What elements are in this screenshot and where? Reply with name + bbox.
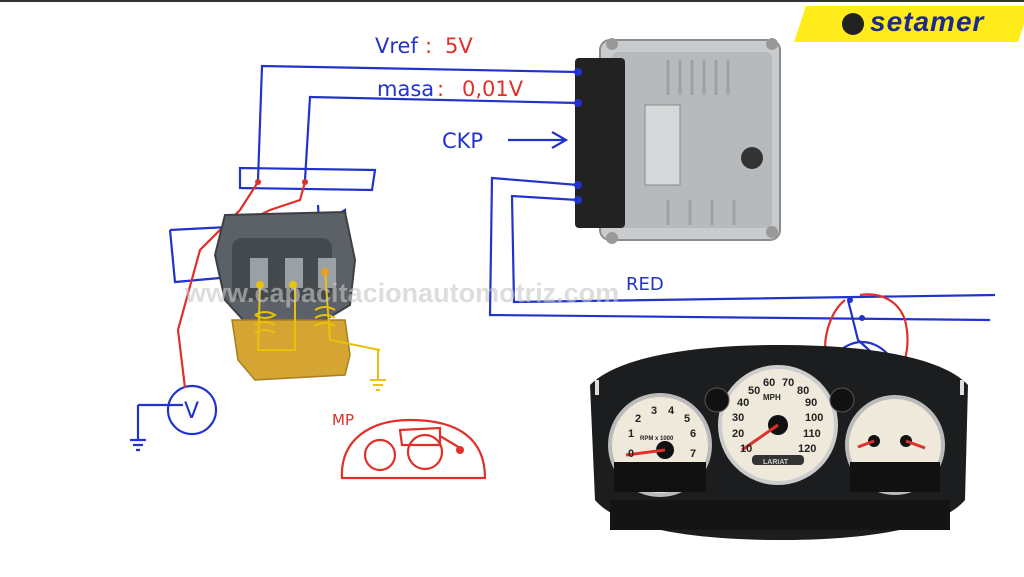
speedo-tick: 10 [740, 443, 752, 455]
speedo-tick: 110 [803, 428, 821, 440]
tach-tick: 7 [690, 448, 696, 460]
tach-tick: 6 [690, 428, 696, 440]
vref-label: Vref [375, 34, 418, 58]
tach-tick: 3 [651, 405, 657, 417]
speedo-tick: 100 [805, 412, 823, 424]
speedo-tick: 80 [797, 385, 809, 397]
speedo-tick: 120 [798, 443, 816, 455]
can-network-label: RED [626, 274, 664, 295]
trim-badge: LARIAT [763, 459, 789, 466]
speedo-tick: 60 [763, 377, 775, 389]
speedo-unit: MPH [763, 393, 781, 402]
tach-tick: 4 [668, 405, 675, 417]
speedo-tick: 90 [805, 397, 817, 409]
speedo-tick: 30 [732, 412, 744, 424]
logo-gauge-icon [842, 13, 864, 35]
setamer-logo: setamer [780, 6, 1024, 42]
tach-tick: 5 [684, 413, 690, 425]
watermark: www.capacitacionautomotriz.com [184, 278, 619, 308]
ckp-label: CKP [442, 129, 483, 153]
vref-value: 5V [445, 34, 473, 58]
ecu-module [575, 38, 781, 244]
masa-value: 0,01V [462, 77, 524, 101]
speedo-tick: 70 [782, 377, 794, 389]
speedo-tick: 20 [732, 428, 744, 440]
instrument-cluster [590, 345, 968, 540]
tach-tick: 0 [628, 448, 634, 460]
tach-tick: 2 [635, 413, 641, 425]
masa-label: masa [377, 77, 434, 101]
ckp-sensor [213, 210, 386, 391]
top-border [0, 0, 1024, 2]
masa-separator: : [437, 77, 444, 101]
voltmeter-label: V [184, 399, 199, 424]
logo-text: setamer [870, 6, 985, 37]
speedo-tick: 40 [737, 397, 749, 409]
speedo-tick: 50 [748, 385, 760, 397]
tach-unit: RPM x 1000 [640, 436, 674, 442]
vref-separator: : [425, 34, 432, 58]
tach-tick: 1 [628, 428, 634, 440]
voltmeter-circle [166, 384, 218, 436]
mp-label: MP [332, 411, 354, 429]
